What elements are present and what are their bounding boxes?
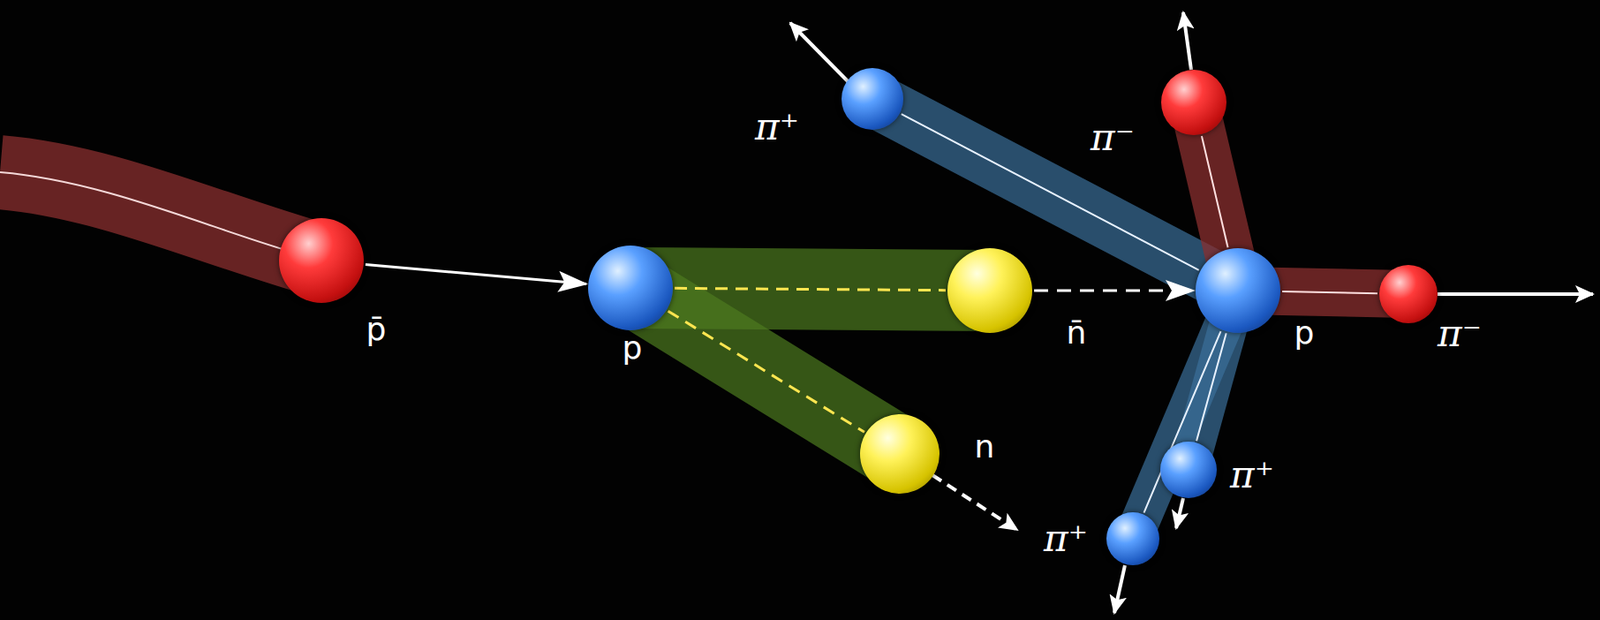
particle-path [901,113,1200,271]
particle-label: n [974,430,996,463]
particle-path [1282,291,1378,294]
particle-label: π⁻ [1090,119,1135,157]
particle-label: p [622,332,643,364]
pion-particle: π⁺ [841,67,904,130]
neutron-particle: n [860,414,940,494]
pion-particle: π⁺ [1160,441,1217,499]
antiproton-particle: p̄ [279,218,364,303]
particle-label: π⁺ [1043,520,1088,558]
proton-particle: p [1195,248,1281,333]
direction-arrow [1176,498,1184,529]
particle-path [668,310,865,432]
particle-path [365,264,587,284]
particle-path [674,287,946,290]
direction-arrow [790,22,850,84]
proton-particle: p [588,245,673,331]
particle-path [1201,135,1229,248]
particle-label: π⁺ [754,108,800,146]
direction-arrow [1183,12,1192,70]
pion-particle: π⁺ [1106,512,1160,566]
pion-particle: π⁻ [1379,264,1438,324]
particle-label: n̄ [1066,316,1087,349]
pion-particle: π⁻ [1161,69,1227,136]
track-core [0,172,301,255]
direction-arrow [932,475,1018,530]
particle-label: π⁻ [1437,315,1482,353]
antineutron-particle: n̄ [947,248,1033,333]
particle-path [1196,332,1227,441]
particle-label: π⁺ [1230,456,1275,494]
particle-label: p̄ [366,313,387,346]
particle-path [1143,331,1221,513]
direction-arrow [1437,292,1593,296]
antiproton-track [0,172,322,261]
neutron-track [630,287,900,454]
direction-arrow [1114,565,1125,613]
particle-path [1033,289,1194,293]
particle-label: p [1294,316,1315,349]
